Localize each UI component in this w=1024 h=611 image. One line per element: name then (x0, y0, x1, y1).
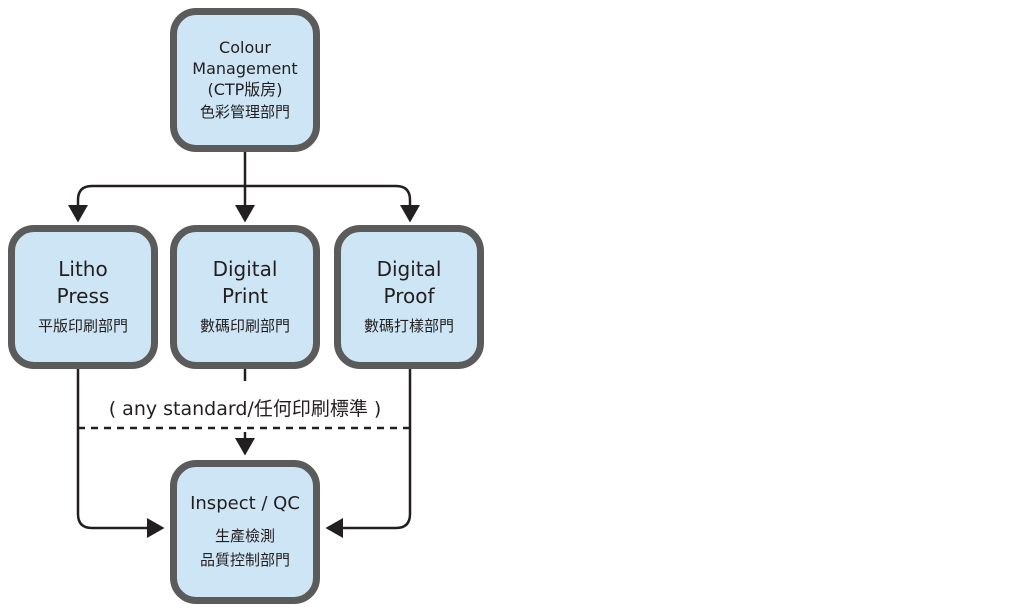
node-label: Proof (383, 284, 435, 308)
node-label-zh: 色彩管理部門 (199, 102, 290, 121)
node-digital-proof: Digital Proof 數碼打樣部門 (334, 225, 484, 369)
node-digital-print: Digital Print 數碼印刷部門 (170, 225, 320, 369)
node-label: Press (56, 284, 110, 308)
node-label: Inspect / QC (190, 492, 300, 514)
node-label: Litho (58, 257, 108, 281)
node-label-zh: 平版印刷部門 (37, 317, 128, 335)
node-label: Print (221, 284, 268, 308)
node-label: Colour (219, 37, 271, 57)
node-label-zh: 品質控制部門 (199, 550, 290, 569)
node-litho-press: Litho Press 平版印刷部門 (8, 225, 158, 369)
connector-top-to-proof (245, 184, 420, 223)
node-colour-management: Colour Management (CTP版房) 色彩管理部門 (170, 8, 320, 152)
node-label: Digital (376, 257, 442, 281)
connector-litho-to-qc (76, 368, 165, 538)
node-label-zh: 數碼印刷部門 (199, 317, 290, 335)
connector-proof-to-qc (325, 368, 412, 538)
standard-note: ( any standard/任何印刷標準 ) (108, 398, 382, 420)
node-label: Management (192, 58, 298, 78)
connector-top-to-litho (68, 184, 245, 223)
node-label: Digital (212, 257, 278, 281)
node-label: (CTP版房) (207, 79, 283, 99)
node-label-zh: 生產檢測 (214, 526, 275, 545)
node-inspect-qc: Inspect / QC 生產檢測 品質控制部門 (170, 460, 320, 604)
node-label-zh: 數碼打樣部門 (363, 317, 454, 335)
